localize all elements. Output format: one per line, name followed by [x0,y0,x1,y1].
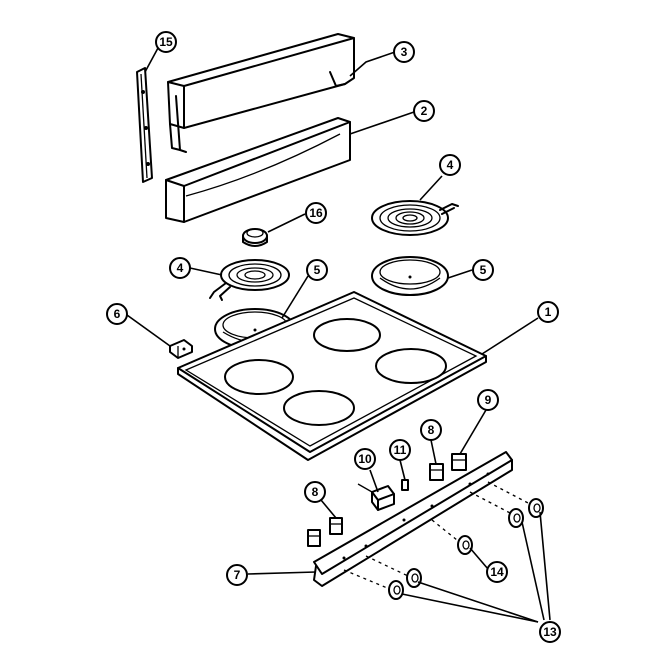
part-lower-backguard [165,117,351,223]
svg-text:10: 10 [358,452,372,466]
leader-lines [126,47,551,623]
part-receptacle [242,228,268,247]
svg-text:14: 14 [490,565,504,579]
callout-2: 2 [413,100,435,122]
callout-1: 1 [537,301,559,323]
callout-7: 7 [226,564,248,586]
svg-text:11: 11 [394,443,407,457]
callout-8-right: 8 [420,419,442,441]
svg-text:13: 13 [543,625,557,639]
part-clip [401,479,409,491]
svg-text:5: 5 [480,263,487,277]
part-drip-bowl-right [371,256,449,296]
svg-text:7: 7 [234,568,241,582]
callout-9: 9 [477,389,499,411]
svg-text:2: 2 [421,104,428,118]
part-knob-bezel [457,535,473,555]
callout-10: 10 [354,448,376,470]
part-side-trim-strip [136,67,153,183]
callout-5-left: 5 [306,259,328,281]
part-surface-element-left [209,259,290,301]
part-upper-backguard [167,33,355,153]
callout-16: 16 [305,202,327,224]
svg-text:15: 15 [159,35,173,49]
svg-text:1: 1 [545,305,552,319]
svg-text:3: 3 [401,45,408,59]
svg-text:5: 5 [314,263,321,277]
part-control-panel [313,451,531,591]
part-switch-right [429,463,444,481]
svg-text:6: 6 [114,307,121,321]
svg-text:4: 4 [177,261,184,275]
svg-text:4: 4 [447,158,454,172]
callout-4-left: 4 [169,257,191,279]
callout-5-right: 5 [472,259,494,281]
part-switch-nine [451,453,467,471]
callout-8-left: 8 [304,481,326,503]
svg-text:8: 8 [428,423,435,437]
callout-13: 13 [539,621,561,643]
svg-text:16: 16 [309,206,323,220]
part-connector-block [169,339,193,359]
callout-4-right: 4 [439,154,461,176]
callout-11: 11 [389,439,411,461]
callout-14: 14 [486,561,508,583]
part-switch-left [307,517,343,547]
svg-text:8: 8 [312,485,319,499]
callout-15: 15 [155,31,177,53]
svg-text:9: 9 [485,393,492,407]
part-surface-element-right [371,200,459,236]
callout-3: 3 [393,41,415,63]
part-main-cooktop [177,291,487,461]
callout-6: 6 [106,303,128,325]
